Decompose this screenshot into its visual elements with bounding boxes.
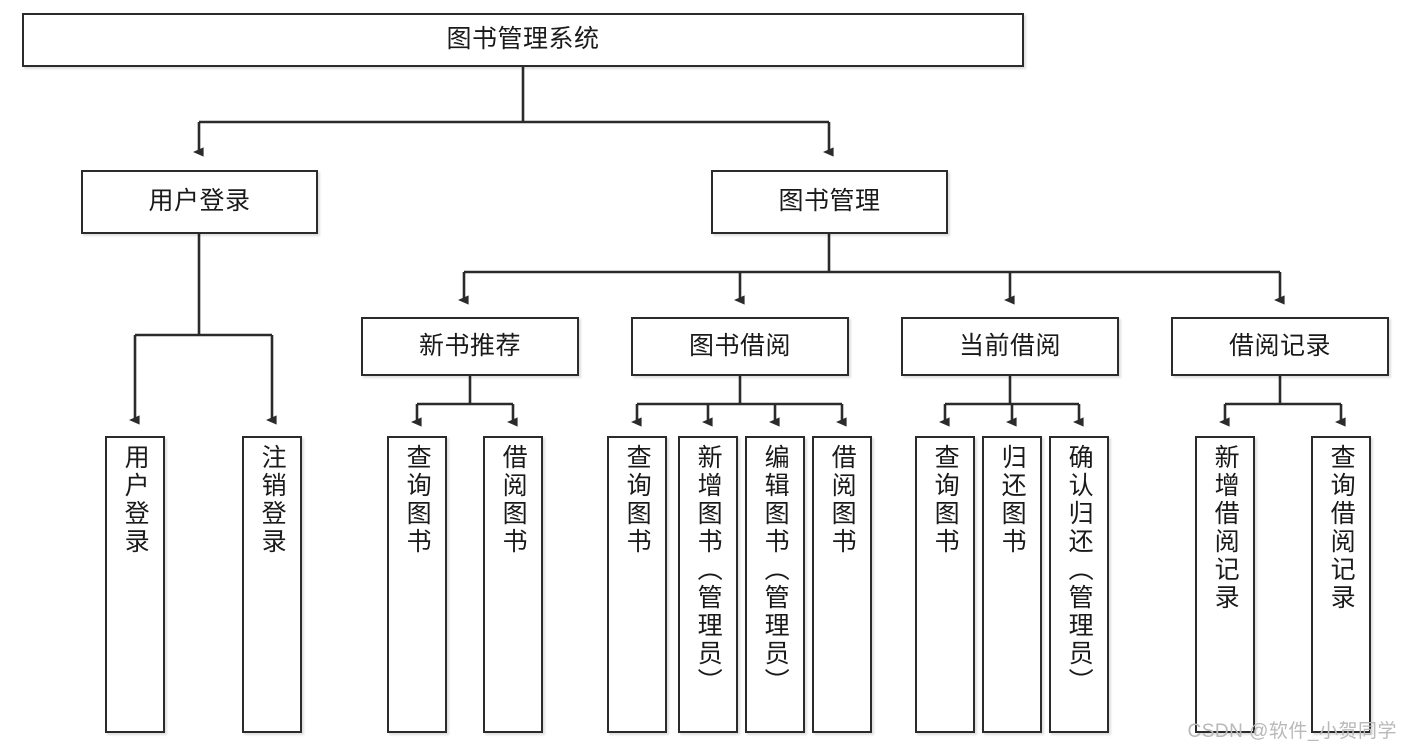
node-new-book-recommend[interactable]: 新书推荐 bbox=[361, 317, 579, 376]
node-book-borrow[interactable]: 图书借阅 bbox=[631, 317, 849, 376]
node-leaf-add-book-admin[interactable]: 新增图书（管理员） bbox=[678, 436, 738, 733]
node-leaf-borrow-book[interactable]: 借阅图书 bbox=[812, 436, 872, 733]
node-leaf-user-login[interactable]: 用户登录 bbox=[105, 436, 165, 733]
node-label: 借阅图书 bbox=[499, 444, 528, 556]
node-leaf-query-book-recommend[interactable]: 查询图书 bbox=[387, 436, 447, 733]
node-label: 确认归还（管理员） bbox=[1065, 444, 1094, 696]
node-label: 查询图书 bbox=[623, 444, 652, 556]
node-label: 当前借阅 bbox=[958, 331, 1061, 360]
node-leaf-query-borrow-record[interactable]: 查询借阅记录 bbox=[1311, 436, 1371, 733]
node-label: 借阅图书 bbox=[828, 444, 857, 556]
node-leaf-logout[interactable]: 注销登录 bbox=[242, 436, 302, 733]
node-user-login[interactable]: 用户登录 bbox=[81, 170, 318, 234]
node-leaf-return-book[interactable]: 归还图书 bbox=[982, 436, 1042, 733]
node-leaf-confirm-return-admin[interactable]: 确认归还（管理员） bbox=[1049, 436, 1109, 733]
node-label: 用户登录 bbox=[121, 444, 150, 556]
node-label: 查询图书 bbox=[403, 444, 432, 556]
node-label: 用户登录 bbox=[148, 187, 251, 216]
node-label: 查询借阅记录 bbox=[1327, 444, 1356, 612]
node-current-borrow[interactable]: 当前借阅 bbox=[901, 317, 1119, 376]
node-leaf-add-borrow-record[interactable]: 新增借阅记录 bbox=[1195, 436, 1255, 733]
node-label: 新增借阅记录 bbox=[1211, 444, 1240, 612]
node-leaf-query-book-current[interactable]: 查询图书 bbox=[915, 436, 975, 733]
node-book-management[interactable]: 图书管理 bbox=[711, 170, 948, 234]
node-label: 归还图书 bbox=[998, 444, 1027, 556]
node-label: 查询图书 bbox=[931, 444, 960, 556]
node-leaf-edit-book-admin[interactable]: 编辑图书（管理员） bbox=[745, 436, 805, 733]
node-label: 图书借阅 bbox=[688, 331, 791, 360]
node-label: 编辑图书（管理员） bbox=[761, 444, 790, 696]
watermark: CSDN @软件_小贺同学 bbox=[1187, 721, 1397, 742]
node-root-book-management-system[interactable]: 图书管理系统 bbox=[22, 13, 1024, 67]
node-leaf-borrow-book-recommend[interactable]: 借阅图书 bbox=[483, 436, 543, 733]
node-label: 新增图书（管理员） bbox=[694, 444, 723, 696]
node-leaf-query-book-borrow[interactable]: 查询图书 bbox=[607, 436, 667, 733]
node-label: 注销登录 bbox=[258, 444, 287, 556]
node-label: 图书管理系统 bbox=[446, 25, 600, 54]
node-label: 借阅记录 bbox=[1228, 331, 1331, 360]
node-label: 图书管理 bbox=[778, 187, 881, 216]
node-label: 新书推荐 bbox=[418, 331, 521, 360]
node-borrow-record[interactable]: 借阅记录 bbox=[1171, 317, 1389, 376]
